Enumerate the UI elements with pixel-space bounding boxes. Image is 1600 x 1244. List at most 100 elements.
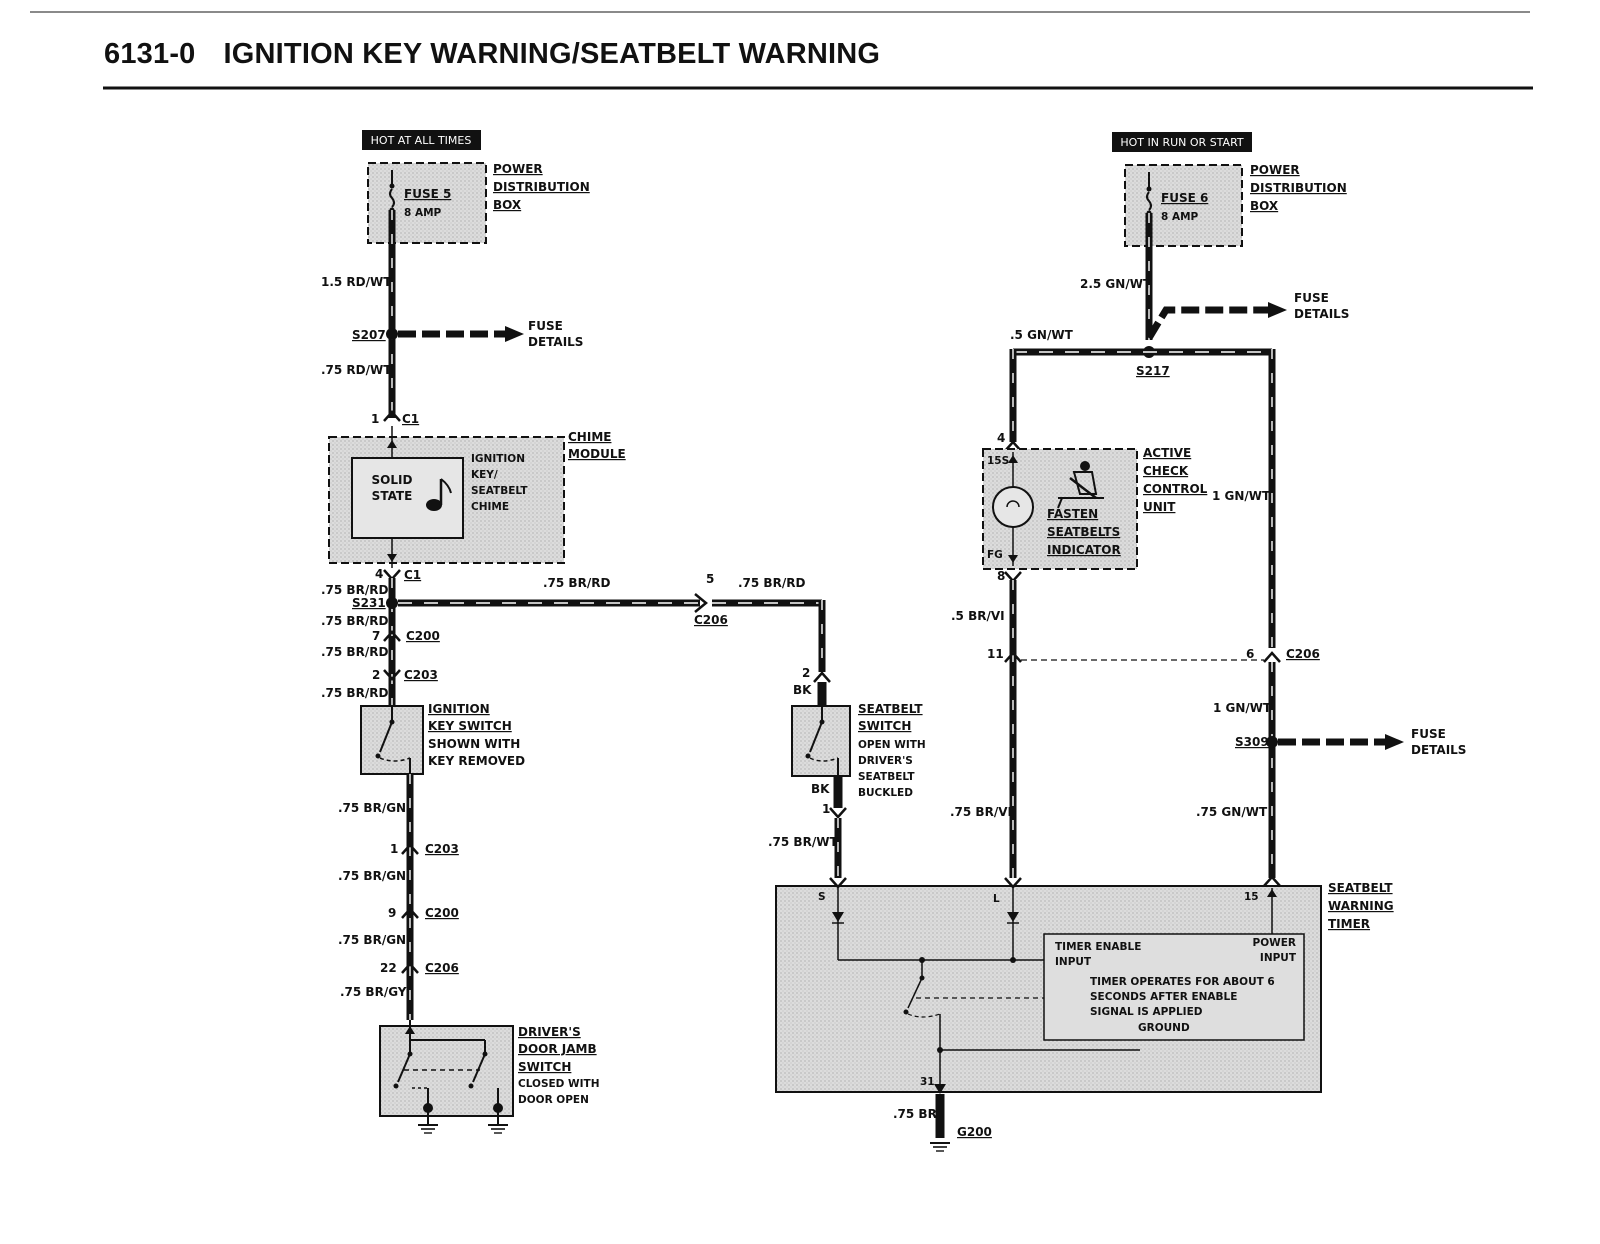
chime-module: SOLID STATE IGNITION KEY/ SEATBELT CHIME… [328, 426, 626, 568]
svg-text:SWITCH: SWITCH [858, 719, 911, 733]
svg-text:FASTEN: FASTEN [1047, 507, 1098, 521]
wire-label: .75 BR/RD [321, 645, 388, 659]
svg-text:INPUT: INPUT [1260, 952, 1297, 964]
svg-text:SOLID: SOLID [372, 473, 413, 487]
svg-text:BUCKLED: BUCKLED [858, 787, 913, 799]
svg-text:22: 22 [380, 961, 397, 975]
svg-text:DOOR JAMB: DOOR JAMB [518, 1042, 597, 1056]
svg-text:5: 5 [706, 572, 714, 586]
svg-text:KEY/: KEY/ [471, 469, 498, 481]
seatbelt-icon [1057, 461, 1104, 509]
wire-label: .75 GN/WT [1196, 805, 1268, 819]
wire-label: .75 BR/RD [321, 614, 388, 628]
wire-label: .75 BR/RD [321, 686, 388, 700]
hot-at-all-times-label: HOT AT ALL TIMES [362, 130, 481, 150]
svg-text:15S: 15S [987, 455, 1009, 467]
svg-text:2: 2 [802, 666, 810, 680]
seatbelt-switch: SEATBELT SWITCH OPEN WITH DRIVER'S SEATB… [791, 702, 926, 799]
svg-text:SHOWN WITH: SHOWN WITH [428, 737, 520, 751]
music-note-icon [426, 478, 452, 511]
hot-in-run-or-start-label: HOT IN RUN OR START [1112, 132, 1252, 152]
splice-s207 [386, 328, 398, 340]
splice-label: S207 [352, 328, 386, 342]
svg-text:IGNITION: IGNITION [428, 702, 490, 716]
svg-text:1: 1 [390, 842, 398, 856]
connector-label: C206 [694, 613, 728, 627]
wire-label: .75 BR/VI [950, 805, 1012, 819]
fuse-details-arrow-left: FUSE DETAILS [398, 319, 583, 349]
wire-label: .75 BR/WT [768, 835, 838, 849]
svg-text:POWER: POWER [1250, 163, 1300, 177]
wire-label: .5 GN/WT [1010, 328, 1074, 342]
section-title: IGNITION KEY WARNING/SEATBELT WARNING [223, 38, 881, 70]
svg-text:KEY SWITCH: KEY SWITCH [428, 719, 512, 733]
svg-text:TIMER: TIMER [1328, 917, 1370, 931]
svg-text:1: 1 [371, 412, 379, 426]
fuse-6-amp: 8 AMP [1161, 211, 1199, 223]
wire-label: .75 BR/GN [338, 933, 406, 947]
s217-bus-wire [1009, 348, 1276, 648]
svg-text:SECONDS AFTER ENABLE: SECONDS AFTER ENABLE [1090, 991, 1237, 1003]
connector-label: C1 [404, 568, 421, 582]
svg-text:DISTRIBUTION: DISTRIBUTION [493, 180, 590, 194]
svg-text:CHIME: CHIME [568, 430, 611, 444]
svg-text:ACTIVE: ACTIVE [1143, 446, 1191, 460]
svg-text:SWITCH: SWITCH [518, 1060, 571, 1074]
svg-text:INDICATOR: INDICATOR [1047, 543, 1121, 557]
svg-text:FG: FG [987, 549, 1003, 561]
wire-label: 1 GN/WT [1212, 489, 1271, 503]
svg-text:CLOSED WITH: CLOSED WITH [518, 1078, 600, 1090]
power-distribution-box-left: FUSE 5 8 AMP POWER DISTRIBUTION BOX [367, 162, 590, 244]
svg-text:DETAILS: DETAILS [528, 335, 583, 349]
wire-label: .75 BR/RD [543, 576, 610, 590]
splice-label: S231 [352, 596, 386, 610]
fuse-details-arrow-right-top: FUSE DETAILS [1146, 291, 1349, 340]
svg-text:POWER: POWER [1253, 937, 1296, 949]
ignition-key-switch: IGNITION KEY SWITCH SHOWN WITH KEY REMOV… [360, 702, 525, 775]
svg-text:UNIT: UNIT [1143, 500, 1176, 514]
svg-text:31: 31 [920, 1076, 935, 1088]
timer-circuit-block [1043, 933, 1305, 1041]
connector-label: C203 [404, 668, 438, 682]
svg-text:SEATBELT: SEATBELT [858, 771, 915, 783]
svg-text:SEATBELT: SEATBELT [858, 702, 923, 716]
svg-text:DETAILS: DETAILS [1411, 743, 1466, 757]
svg-text:DOOR OPEN: DOOR OPEN [518, 1094, 589, 1106]
wire-label: .75 BR/RD [321, 583, 388, 597]
svg-text:GROUND: GROUND [1138, 1022, 1190, 1034]
svg-text:FUSE: FUSE [1411, 727, 1446, 741]
wire-label: BK [811, 782, 830, 796]
svg-text:INPUT: INPUT [1055, 956, 1092, 968]
active-check-control-unit: 15S FASTEN SEATBELTS INDICATOR FG ACTIVE… [982, 446, 1208, 570]
svg-text:S: S [818, 891, 826, 903]
wire-label: .75 BR [893, 1107, 937, 1121]
power-distribution-box-right: FUSE 6 8 AMP POWER DISTRIBUTION BOX [1124, 163, 1347, 247]
ground-icon [418, 1116, 438, 1134]
svg-text:SEATBELTS: SEATBELTS [1047, 525, 1120, 539]
svg-text:2: 2 [372, 668, 380, 682]
connector-label: C200 [406, 629, 440, 643]
connector-label: C1 [402, 412, 419, 426]
seatbelt-warning-timer: S L 15 [775, 875, 1394, 1093]
connector-label: C200 [425, 906, 459, 920]
wire-label: .5 BR/VI [951, 609, 1005, 623]
svg-text:KEY REMOVED: KEY REMOVED [428, 754, 525, 768]
svg-text:TIMER ENABLE: TIMER ENABLE [1055, 941, 1141, 953]
svg-text:STATE: STATE [372, 489, 413, 503]
svg-text:DETAILS: DETAILS [1294, 307, 1349, 321]
splice-label: S309 [1235, 735, 1269, 749]
fuse-5-amp: 8 AMP [404, 207, 442, 219]
wire-label: .75 BR/GN [338, 801, 406, 815]
svg-text:HOT IN RUN OR START: HOT IN RUN OR START [1120, 136, 1244, 149]
svg-text:SEATBELT: SEATBELT [471, 485, 528, 497]
svg-text:15: 15 [1244, 891, 1259, 903]
svg-text:BOX: BOX [493, 198, 522, 212]
wire-label: .75 BR/GY [340, 985, 407, 999]
svg-text:1: 1 [822, 802, 830, 816]
fuse-6-label: FUSE 6 [1161, 191, 1208, 205]
fuse-details-arrow-right-bottom: FUSE DETAILS [1278, 727, 1466, 757]
indicator-lamp-icon [992, 486, 1034, 528]
ground-icon [488, 1116, 508, 1134]
connector-label: C203 [425, 842, 459, 856]
